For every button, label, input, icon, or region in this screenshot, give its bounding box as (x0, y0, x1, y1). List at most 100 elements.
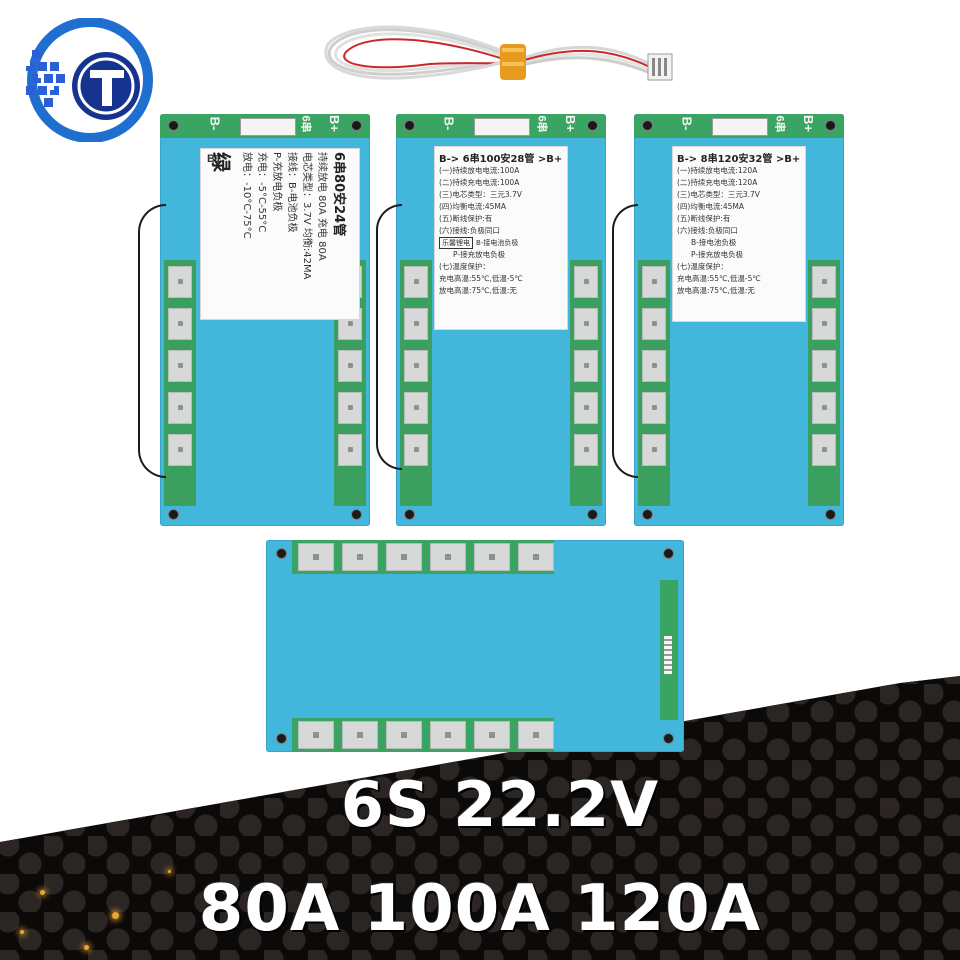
mount-hole (642, 509, 653, 520)
headline-voltage: 6S 22.2V (340, 768, 660, 841)
left-mosfet-column (164, 260, 196, 506)
spec-line: (五)断线保护:有 (677, 214, 731, 223)
top-mosfet-row (292, 540, 812, 574)
spec-line: (六)接线:负极同口 (439, 226, 500, 235)
spec-line: 充电：-5°C-55°C (256, 152, 267, 233)
spec-line: 充电高温:55℃,低温-5℃ (677, 274, 761, 283)
mosfet-pad (404, 392, 428, 424)
spec-line: (四)均衡电流:45MA (439, 202, 507, 211)
mosfet-pad (168, 308, 192, 340)
mosfet-pad (386, 721, 422, 749)
mosfet-pad (574, 350, 598, 382)
mosfet-pad (430, 543, 466, 571)
right-mosfet-column (808, 260, 840, 506)
spec-line: 持续放电 80A 充电 80A (316, 152, 327, 261)
right-mosfet-column (570, 260, 602, 506)
mosfet-pad (430, 721, 466, 749)
left-mosfet-column (400, 260, 432, 506)
label-b1-tag: B1 (207, 153, 222, 165)
mount-hole (276, 548, 287, 559)
mosfet-pad (168, 434, 192, 466)
b-minus-tag: B- (207, 116, 223, 131)
mount-hole (663, 733, 674, 744)
mosfet-pad (386, 543, 422, 571)
bms-board-100a: B- 6串 B+ B-> 6串100安28管 >B+ (一)持续放电电流:100… (396, 114, 606, 526)
mosfet-pad (812, 392, 836, 424)
mount-hole (351, 120, 362, 131)
spec-line: (四)均衡电流:45MA (677, 202, 745, 211)
mosfet-pad (404, 350, 428, 382)
spec-line: B-接电池负极 (691, 238, 737, 247)
mount-hole (351, 509, 362, 520)
mount-hole (825, 509, 836, 520)
spec-label: B-> 6串100安28管 >B+ (一)持续放电电流:100A (二)持续充电… (434, 146, 568, 330)
mosfet-pad (812, 308, 836, 340)
bottom-pad-strip (292, 718, 554, 752)
mosfet-pad (642, 308, 666, 340)
mount-hole (404, 120, 415, 131)
top-pad-strip (292, 540, 554, 574)
mosfet-pad (298, 721, 334, 749)
label-header: 6串80安24管 (331, 152, 346, 237)
spec-label: B-> 8串120安32管 >B+ (一)持续放电电流:120A (二)持续充电… (672, 146, 806, 322)
mosfet-pad (338, 434, 362, 466)
spec-line: (七)温度保护： (677, 262, 728, 271)
label-header: B-> 8串120安32管 >B+ (677, 154, 801, 165)
mosfet-pad (642, 392, 666, 424)
spec-line: 放电高温:75℃,低温:无 (439, 286, 517, 295)
bms-board-80a: B- 6串 B+ B1 (160, 114, 370, 526)
mosfet-pad (338, 350, 362, 382)
mount-hole (587, 509, 598, 520)
spark-1 (40, 890, 45, 895)
spec-label: B1 (200, 148, 360, 320)
label-mark: 绿 (209, 152, 233, 172)
mosfet-pad (574, 392, 598, 424)
mosfet-pad (404, 434, 428, 466)
spec-line: (三)电芯类型：三元3.7V (439, 190, 522, 199)
spec-line: (三)电芯类型：三元3.7V (677, 190, 760, 199)
headline-currents: 80A 100A 120A (198, 872, 762, 946)
mount-hole (642, 120, 653, 131)
bottom-mosfet-row (292, 718, 812, 752)
spec-line: 充电高温:55℃,低温-5℃ (439, 274, 523, 283)
mount-hole (825, 120, 836, 131)
mount-hole (168, 509, 179, 520)
spec-line: (七)温度保护： (439, 262, 490, 271)
spec-line: 放电：-10°C-75°C (241, 152, 252, 239)
brand-logo-icon (26, 18, 153, 142)
spec-line: (五)断线保护:有 (439, 214, 493, 223)
balance-connector (712, 118, 768, 136)
mosfet-pad (518, 721, 554, 749)
spark-4 (168, 870, 171, 873)
mount-hole (276, 733, 287, 744)
left-mosfet-column (638, 260, 670, 506)
spec-line: (一)持续放电电流:120A (677, 166, 758, 175)
spark-5 (84, 945, 89, 950)
mosfet-pad (168, 266, 192, 298)
spec-line: (二)持续充电电流:120A (677, 178, 758, 187)
mosfet-pad (812, 434, 836, 466)
mosfet-pad (404, 308, 428, 340)
mount-hole (663, 548, 674, 559)
mosfet-pad (574, 308, 598, 340)
mosfet-pad (168, 350, 192, 382)
b-minus-tag: B- (679, 116, 695, 131)
mosfet-pad (404, 266, 428, 298)
balance-connector-pins (664, 636, 672, 674)
spec-line: 放电高温:75℃,低温:无 (677, 286, 755, 295)
temperature-sensor-wire (138, 204, 166, 478)
spec-line: B-接电池负极 (476, 239, 519, 247)
mosfet-pad (812, 350, 836, 382)
b-plus-tag: B+ (562, 115, 578, 132)
spark-2 (112, 912, 119, 919)
mosfet-pad (812, 266, 836, 298)
brand-badge: 乐馨锂电 (439, 237, 473, 249)
balance-cable-icon (324, 25, 673, 81)
balance-connector (474, 118, 530, 136)
spark-3 (20, 930, 24, 934)
mosfet-pad (298, 543, 334, 571)
spec-line: 电芯类型：3.7V 均衡:42MA (301, 152, 312, 280)
mosfet-pad (642, 350, 666, 382)
series-tag: 6串 (535, 115, 548, 133)
